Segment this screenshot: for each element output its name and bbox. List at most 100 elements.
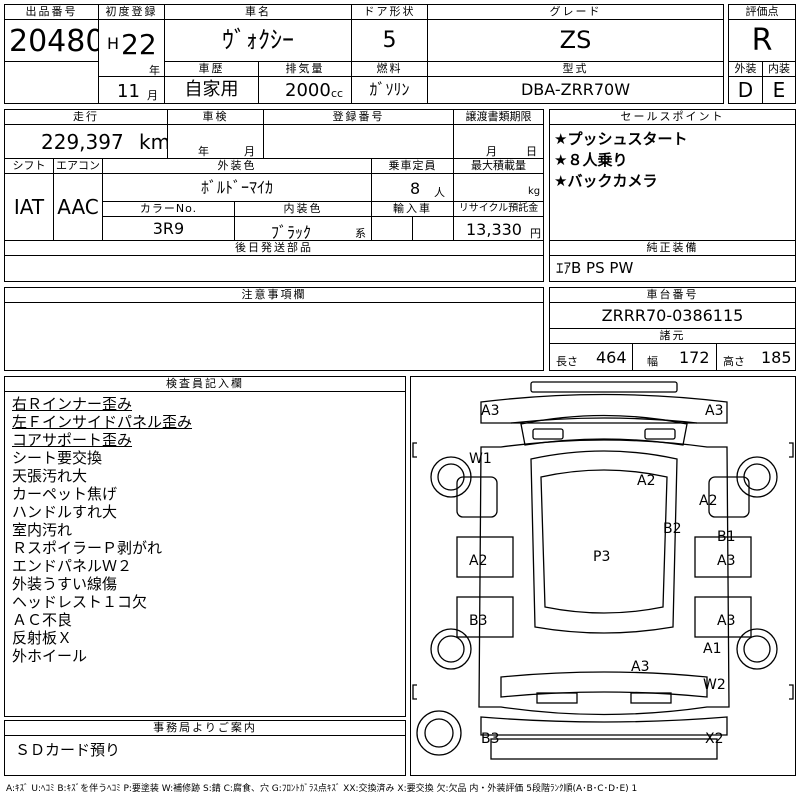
seats-unit: 人 <box>434 186 445 199</box>
disp-box: 2000 cc <box>258 76 352 104</box>
office-label: 事務局よりご案内 <box>4 720 406 736</box>
transfer-label: 譲渡書類期限 <box>453 109 544 125</box>
car-name: ｳﾞｫｸｼｰ <box>164 19 352 62</box>
inspect-month-unit: 月 <box>244 145 255 158</box>
damage-mark: A3 <box>631 659 650 675</box>
inspector-note: シート要交換 <box>12 449 103 467</box>
damage-mark: A1 <box>703 641 722 657</box>
reg-month: 11 <box>117 81 140 102</box>
reg-label: 初度登録 <box>98 4 165 20</box>
sales-point: ★８人乗り <box>554 151 628 169</box>
damage-mark: B1 <box>717 529 736 545</box>
inspector-note: ハンドルすれ大 <box>12 503 118 521</box>
width-value: 172 <box>679 348 710 367</box>
damage-mark: B3 <box>481 731 500 747</box>
inspector-note: 外装うすい線傷 <box>12 575 118 593</box>
seats-value: 8 <box>410 179 421 198</box>
ac-label: エアコン <box>53 158 103 174</box>
sales-label: セールスポイント <box>549 109 796 125</box>
car-outline-svg <box>412 381 794 760</box>
color-label: 外装色 <box>102 158 372 174</box>
damage-mark: B2 <box>663 521 682 537</box>
reg-month-box: 11 月 <box>98 76 165 104</box>
transfer-box: 月 日 <box>453 124 544 159</box>
damage-mark: A3 <box>705 403 724 419</box>
model-label: 型式 <box>427 61 724 77</box>
length-box: 長さ 464 <box>549 343 633 371</box>
inspector-note: ＲスポイラーＰ剥がれ <box>12 539 163 557</box>
regno-box <box>263 124 454 159</box>
inspect-year-unit: 年 <box>198 145 209 158</box>
intcolor-label: 内装色 <box>234 201 372 217</box>
disp-unit: cc <box>331 87 344 100</box>
inspector-note: 天張汚れ大 <box>12 467 88 485</box>
colorno-value: 3R9 <box>102 216 235 241</box>
damage-mark: A3 <box>481 403 500 419</box>
model-value: DBA-ZRR70W <box>427 76 724 104</box>
int-value: E <box>762 76 796 104</box>
score-value: R <box>728 19 796 62</box>
disp-value: 2000 <box>285 80 331 101</box>
equip-label: 純正装備 <box>549 240 796 256</box>
recycle-box: 13,330 円 <box>453 216 544 241</box>
length-label: 長さ <box>556 355 578 368</box>
ext-label: 外装 <box>728 61 763 77</box>
notice-label: 注意事項欄 <box>4 287 544 303</box>
load-label: 最大積載量 <box>453 158 544 174</box>
disp-label: 排気量 <box>258 61 352 77</box>
reg-year-unit: 年 <box>149 64 160 77</box>
transfer-month-unit: 月 <box>486 145 497 158</box>
door-value: 5 <box>351 19 428 62</box>
damage-diagram: A3 A3 W1 A2 A2 B2 B1 A2 P3 A3 B3 A3 A1 A… <box>410 376 796 776</box>
length-value: 464 <box>596 348 627 367</box>
height-label: 高さ <box>723 355 745 368</box>
damage-mark: X2 <box>705 731 724 747</box>
reg-era: H <box>107 34 120 53</box>
name-label: 車名 <box>164 4 352 20</box>
width-box: 幅 172 <box>632 343 717 371</box>
history-value: 自家用 <box>164 76 259 104</box>
height-value: 185 <box>761 348 792 367</box>
damage-mark: B3 <box>469 613 488 629</box>
recycle-label: リサイクル預託金 <box>453 201 544 217</box>
grade-value: ZS <box>427 19 724 62</box>
recycle-unit: 円 <box>530 227 541 240</box>
fuel-label: 燃料 <box>351 61 428 77</box>
inspector-note: コアサポート歪み <box>12 431 133 449</box>
chassis-value: ZRRR70-0386115 <box>549 302 796 329</box>
door-label: ドア形状 <box>351 4 428 20</box>
score-label: 評価点 <box>728 4 796 20</box>
intcolor-unit: 系 <box>355 227 366 240</box>
inspect-box: 年 月 <box>167 124 264 159</box>
reg-year: 22 <box>121 28 157 61</box>
lot-box: 20480 <box>4 19 99 62</box>
width-label: 幅 <box>647 355 658 368</box>
inspector-note: 反射板Ｘ <box>12 629 73 647</box>
color-value: ﾎﾞﾙﾄﾞｰﾏｲｶ <box>102 173 372 202</box>
lot-blank <box>4 61 99 104</box>
equip-value: ｴｱB PS PW <box>549 255 796 282</box>
damage-mark: P3 <box>593 549 611 565</box>
history-label: 車歴 <box>164 61 259 77</box>
seats-label: 乗車定員 <box>371 158 454 174</box>
mileage-label: 走行 <box>4 109 168 125</box>
ext-value: D <box>728 76 763 104</box>
intcolor-value: ﾌﾞﾗｯｸ <box>271 223 312 241</box>
load-box: kg <box>453 173 544 202</box>
reg-month-unit: 月 <box>147 89 158 102</box>
sales-point: ★バックカメラ <box>554 172 658 190</box>
inspector-label: 検査員記入欄 <box>4 376 406 392</box>
damage-mark: A2 <box>637 473 656 489</box>
inspector-note: 左Ｆインサイドパネル歪み <box>12 413 193 431</box>
lot-number: 20480 <box>9 24 99 59</box>
load-unit: kg <box>528 186 541 197</box>
damage-mark: A2 <box>699 493 718 509</box>
damage-mark: W2 <box>703 677 726 693</box>
import-label: 輸入車 <box>371 201 454 217</box>
shift-label: シフト <box>4 158 54 174</box>
regno-label: 登録番号 <box>263 109 454 125</box>
inspector-note: エンドパネルＷ２ <box>12 557 133 575</box>
mileage-unit: km <box>139 130 168 154</box>
damage-mark: A2 <box>469 553 488 569</box>
